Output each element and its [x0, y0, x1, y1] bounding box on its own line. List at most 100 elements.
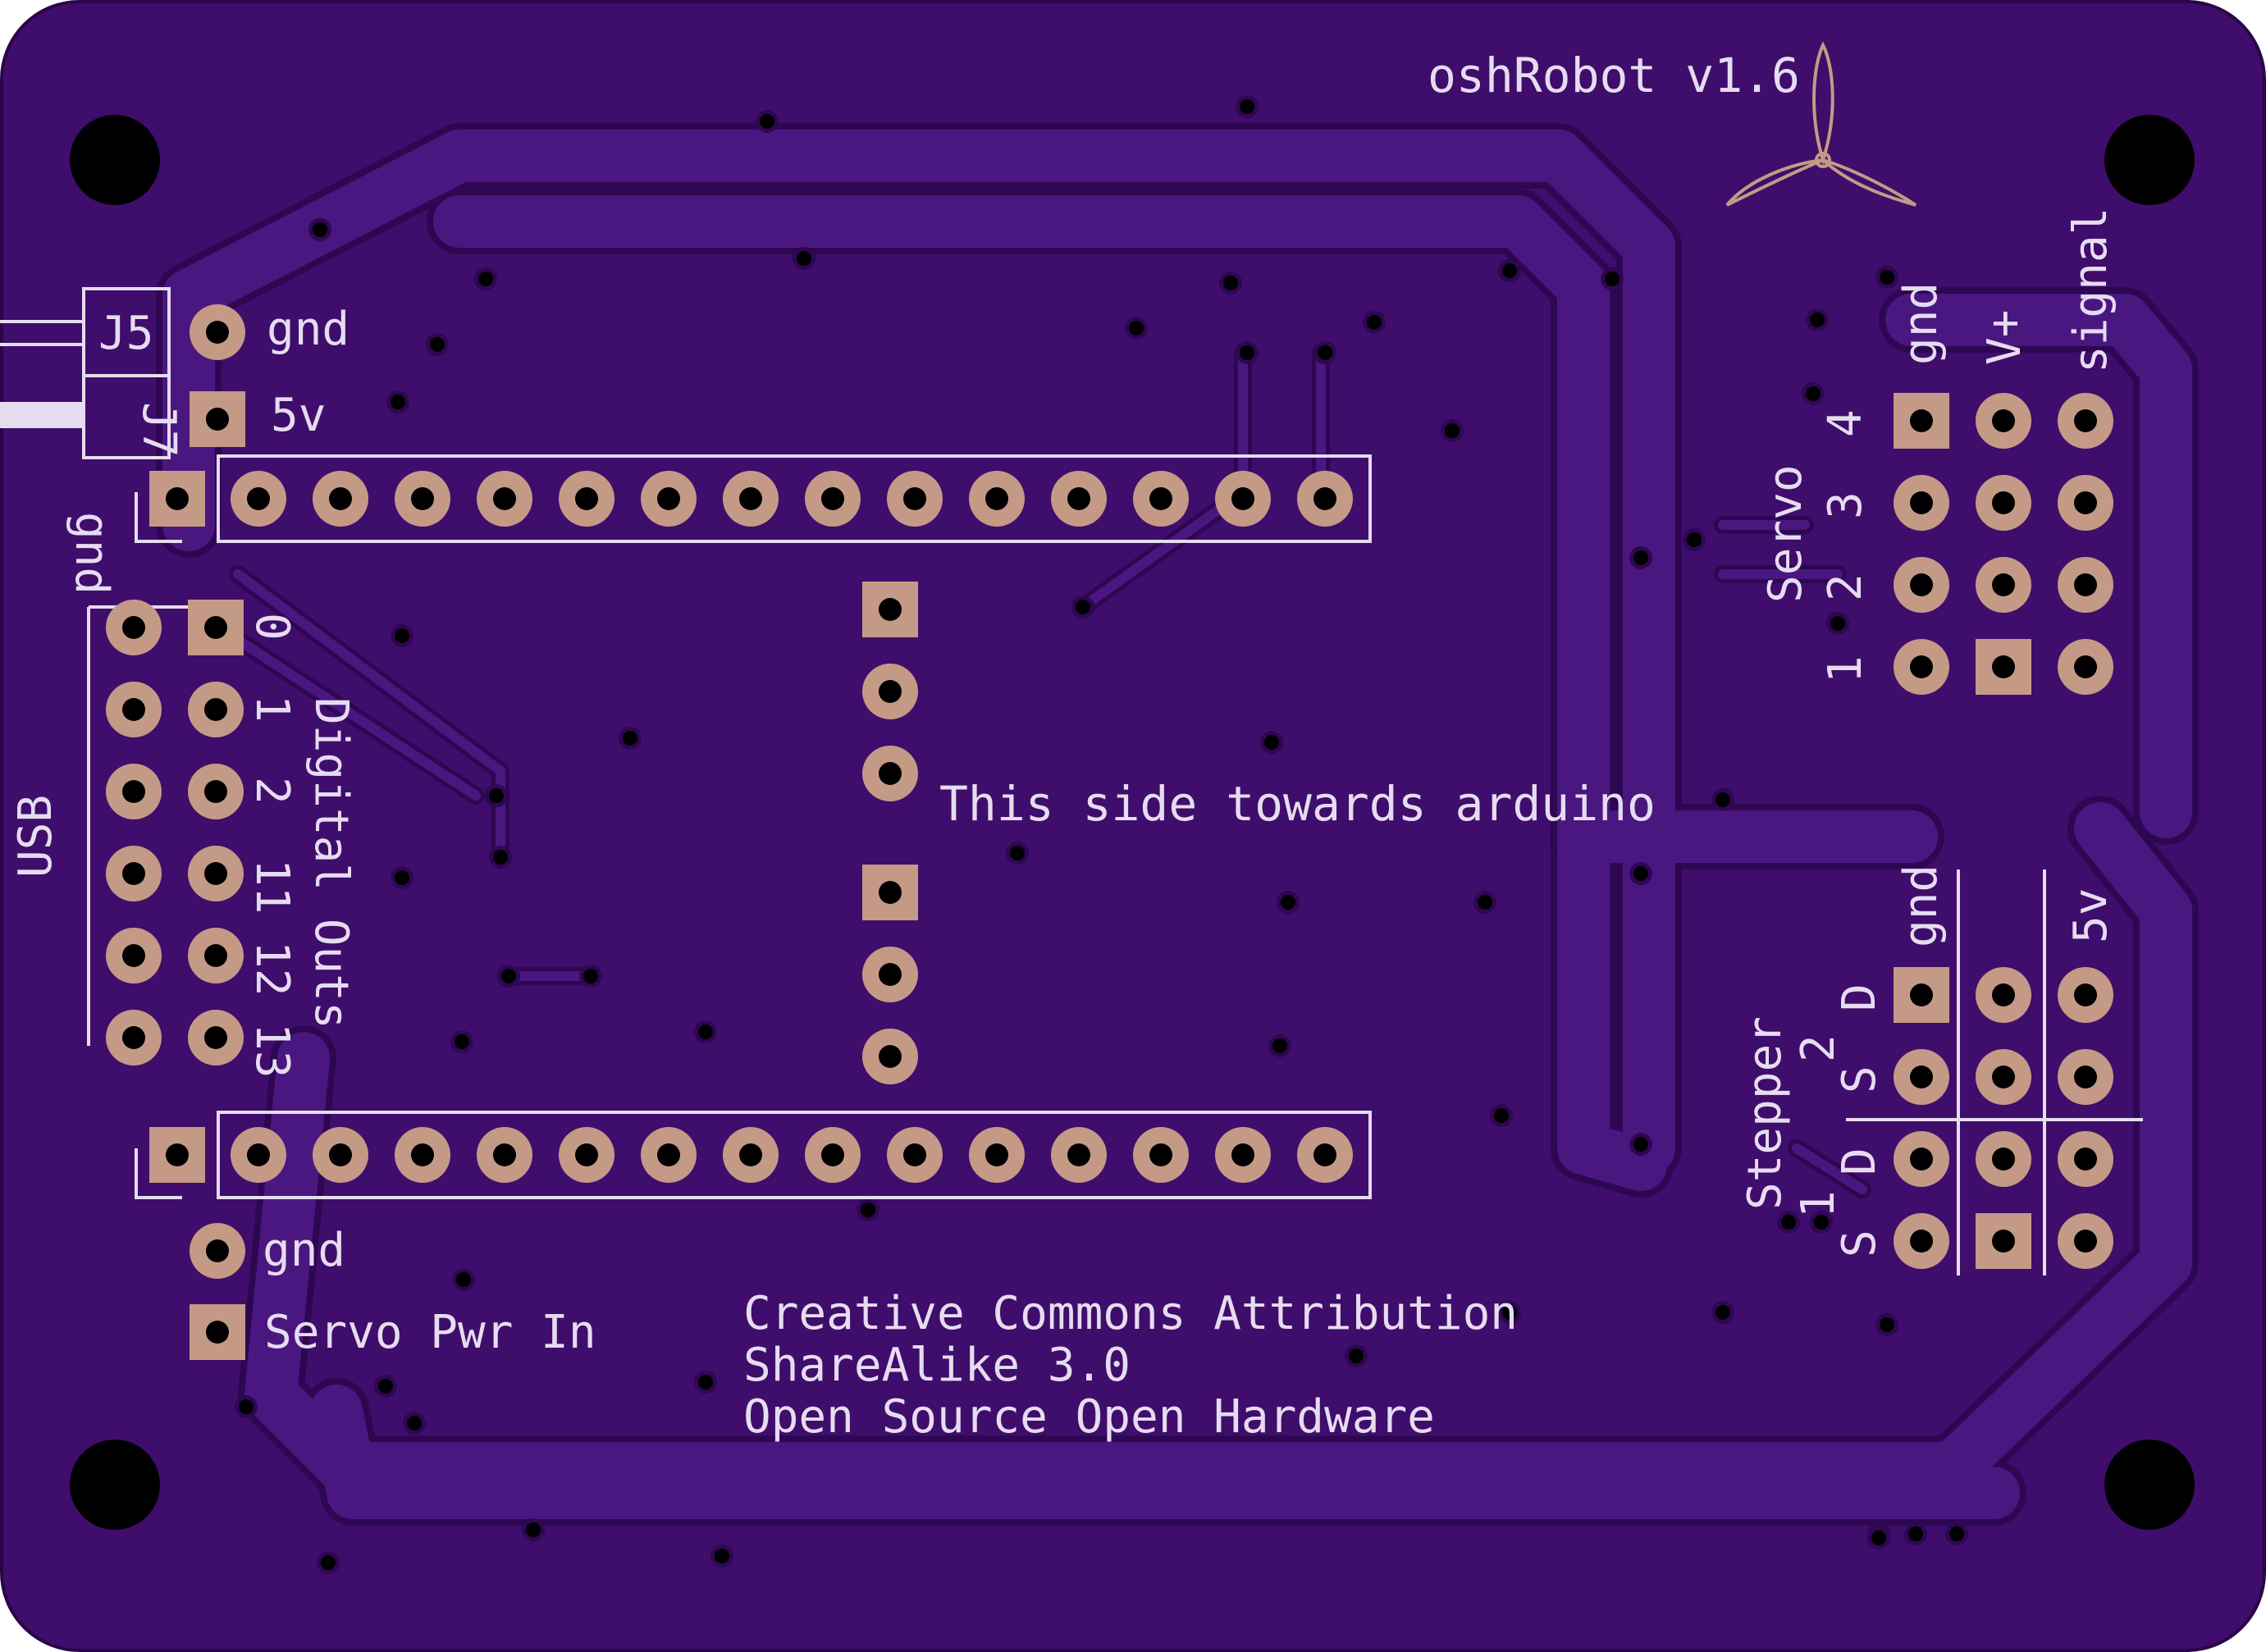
pad — [2058, 1131, 2113, 1187]
via — [793, 247, 815, 270]
via — [386, 390, 409, 413]
drill — [206, 321, 229, 344]
power-header: J5 J7 gnd 5v — [0, 287, 349, 459]
pad — [1215, 471, 1271, 527]
arduino-header-top — [135, 454, 1372, 543]
drill — [206, 1239, 229, 1262]
pad — [641, 471, 697, 527]
pad — [1976, 1049, 2031, 1105]
via — [522, 1518, 545, 1541]
via — [474, 267, 497, 290]
pad — [723, 1127, 779, 1183]
license-text: Creative Commons Attribution ShareAlike … — [743, 1287, 1518, 1444]
via — [1260, 731, 1283, 754]
pad-square — [1976, 1213, 2031, 1269]
via — [1313, 341, 1336, 364]
pad — [1297, 471, 1353, 527]
servo-row-label: 2 — [1819, 573, 1872, 601]
stepper-pin-label: S — [1833, 1230, 1886, 1257]
mounting-hole — [2104, 115, 2195, 205]
via — [1629, 546, 1652, 569]
via — [694, 1020, 717, 1043]
via — [1629, 1133, 1652, 1156]
via — [1219, 272, 1242, 294]
via — [1441, 419, 1464, 442]
drill — [206, 408, 229, 431]
pad — [1297, 1127, 1353, 1183]
via — [1236, 95, 1259, 118]
via — [1236, 341, 1259, 364]
pad — [969, 1127, 1025, 1183]
usb-cable-stub — [0, 402, 82, 428]
via — [1601, 267, 1624, 290]
license-line-1: Creative Commons Attribution — [743, 1287, 1518, 1340]
pad — [1976, 475, 2031, 531]
pad — [395, 471, 450, 527]
pad — [231, 471, 286, 527]
via — [1490, 1104, 1513, 1127]
digital-out-pin-label: 11 — [245, 859, 299, 914]
via — [694, 1371, 717, 1394]
pad — [1894, 1131, 1949, 1187]
pad-square — [1894, 393, 1949, 449]
digital-out-pin-label: 13 — [245, 1023, 299, 1078]
via — [1711, 788, 1734, 811]
pad-square — [188, 600, 244, 655]
via — [1867, 1527, 1890, 1549]
pad — [641, 1127, 697, 1183]
pad — [1894, 557, 1949, 613]
servo-row-label: 3 — [1819, 491, 1872, 519]
pad — [1894, 639, 1949, 695]
pad — [106, 764, 162, 819]
stepper-pin-label: D — [1833, 983, 1886, 1011]
via — [1826, 612, 1849, 635]
servo-power-in: gnd Servo Pwr In — [190, 1223, 596, 1360]
license-line-3: Open Source Open Hardware — [743, 1390, 1435, 1444]
pad — [231, 1127, 286, 1183]
via — [1125, 317, 1148, 340]
mounting-hole — [70, 115, 160, 205]
via — [308, 218, 331, 241]
j5-label: J5 — [98, 307, 153, 360]
pad-square — [862, 582, 918, 637]
servo-title: Servo — [1759, 464, 1812, 603]
pad — [188, 928, 244, 983]
pad — [477, 471, 532, 527]
servo-pwr-in-label: Servo Pwr In — [264, 1306, 596, 1359]
via — [1810, 1211, 1833, 1234]
via — [403, 1412, 426, 1435]
j7-outline — [82, 374, 171, 459]
stepper-col-5v: 5v — [2064, 888, 2118, 943]
drill — [206, 1321, 229, 1344]
gnd-column-label: gnd — [65, 512, 118, 595]
pad — [1051, 1127, 1107, 1183]
pad — [313, 1127, 368, 1183]
pad — [1051, 471, 1107, 527]
pad — [1894, 1213, 1949, 1269]
via-layer — [235, 95, 1968, 1574]
center-pin-columns — [862, 582, 918, 1084]
digital-out-pin-label: 1 — [245, 695, 299, 723]
via — [619, 727, 642, 750]
via — [497, 965, 520, 988]
gnd-pin-label: gnd — [267, 303, 349, 356]
servo-row-label: 4 — [1819, 409, 1872, 437]
digital-out-pin-label: 12 — [245, 941, 299, 996]
via — [391, 866, 413, 889]
via — [1071, 596, 1094, 618]
digital-outs-title: Digital Outs — [304, 697, 358, 1029]
servo-col-signal: signal — [2064, 208, 2118, 373]
digital-out-pin-label: 0 — [245, 613, 299, 641]
pad — [862, 664, 918, 719]
via — [857, 1198, 879, 1221]
header-outline — [217, 454, 1372, 543]
via — [1277, 891, 1300, 914]
stepper-col-gnd: gnd — [1894, 865, 1948, 947]
via — [1802, 382, 1825, 405]
pad — [188, 846, 244, 901]
pad — [188, 1010, 244, 1066]
pad — [2058, 639, 2113, 695]
pad — [862, 746, 918, 801]
